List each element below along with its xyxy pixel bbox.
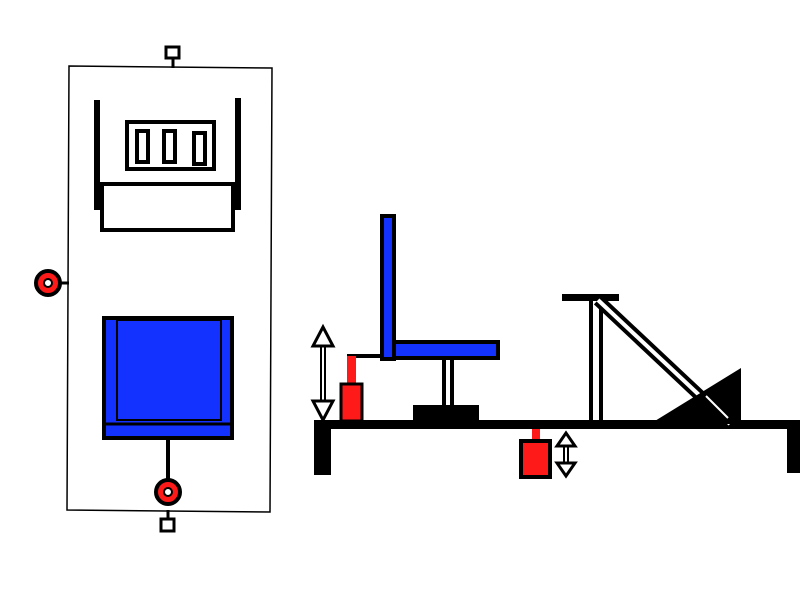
seat-actuator-rod (347, 356, 356, 388)
top-view (34, 45, 273, 533)
rail-actuator-rod (532, 429, 540, 443)
rail-actuator-body (519, 439, 552, 479)
side-view (310, 214, 800, 479)
rail (314, 420, 800, 429)
pedal-wedge-line (705, 395, 729, 419)
pedal-3 (192, 131, 207, 166)
pedal-2 (162, 129, 177, 164)
pedal-1 (135, 129, 150, 164)
pedal-bracket-right (235, 98, 241, 210)
seat-back (380, 214, 396, 361)
seat-top-inner (116, 319, 222, 421)
seat-base (392, 340, 500, 360)
seat-slider (413, 405, 479, 421)
pedal-bracket-left (94, 100, 100, 210)
seat-actuator-body (339, 382, 364, 423)
top-view-frame (66, 65, 273, 513)
mount-tab-bottom (159, 517, 176, 533)
right-foot (787, 420, 800, 473)
rail-height-arrow (554, 430, 578, 479)
steering-column (589, 294, 603, 424)
mount-tab-top (164, 45, 181, 60)
seat-height-arrow (310, 323, 336, 424)
pedal-wedge (650, 368, 741, 424)
pedal-base (100, 182, 235, 232)
steering-pivot-center (43, 278, 53, 288)
rear-pivot-center (163, 487, 173, 497)
left-foot (314, 420, 331, 475)
steering-handle (562, 294, 619, 301)
seat-post (442, 356, 454, 410)
